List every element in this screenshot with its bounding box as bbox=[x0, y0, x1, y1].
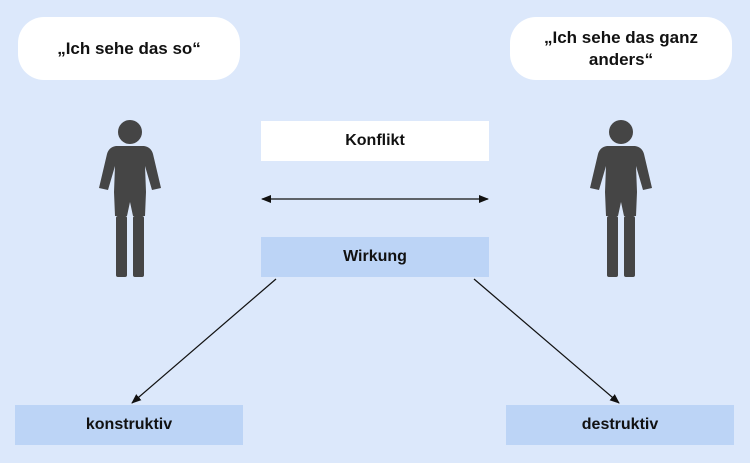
constructive-label: konstruktiv bbox=[85, 416, 173, 433]
arrow-to-destructive bbox=[473, 278, 620, 404]
constructive-box: konstruktiv bbox=[15, 405, 243, 445]
left-speech-bubble: „Ich sehe das so“ bbox=[18, 17, 240, 80]
effect-label: Wirkung bbox=[343, 248, 407, 265]
right-person-icon bbox=[590, 120, 652, 277]
left-speech-text: „Ich sehe das so“ bbox=[57, 38, 201, 58]
destructive-label: destruktiv bbox=[581, 416, 659, 433]
right-speech-text: „Ich sehe das ganz anders“ bbox=[544, 27, 698, 69]
right-speech-bubble: „Ich sehe das ganz anders“ bbox=[510, 17, 732, 80]
effect-box: Wirkung bbox=[261, 237, 489, 277]
destructive-box: destruktiv bbox=[506, 405, 734, 445]
arrow-to-constructive bbox=[131, 278, 277, 404]
left-person-icon bbox=[99, 120, 161, 277]
conflict-label: Konflikt bbox=[345, 132, 405, 149]
conflict-box: Konflikt bbox=[261, 121, 489, 161]
